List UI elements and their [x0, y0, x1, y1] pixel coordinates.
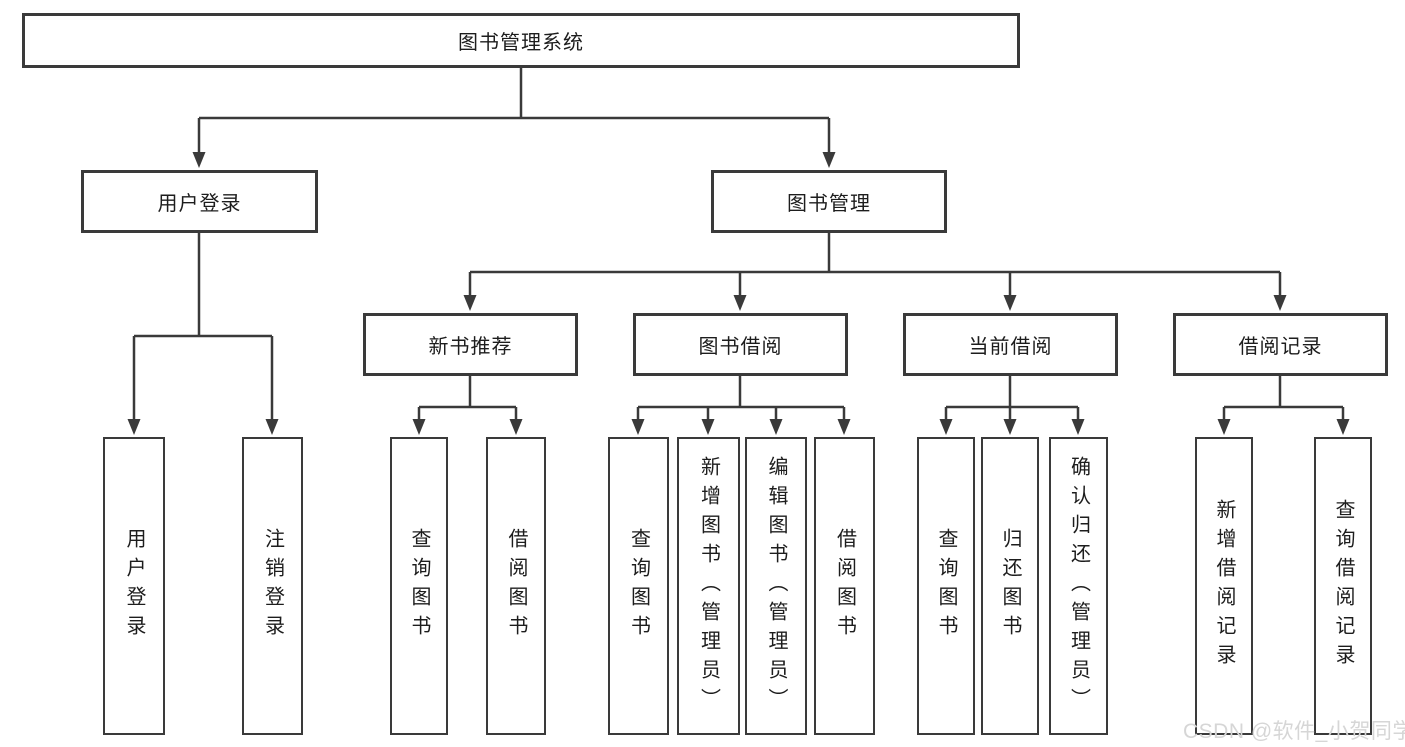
- leaf-label: 确认归还（管理员）: [1067, 455, 1090, 717]
- arrowhead-icon: [939, 419, 953, 435]
- arrowhead-icon: [1273, 295, 1287, 311]
- node-library-management-system: 图书管理系统: [22, 13, 1020, 68]
- arrowhead-icon: [837, 419, 851, 435]
- leaf-query-borrow-record: 查询借阅记录: [1314, 437, 1372, 735]
- leaf-add-books-admin: 新增图书（管理员）: [677, 437, 740, 735]
- node-label: 当前借阅: [968, 336, 1053, 358]
- node-book-borrowing: 图书借阅: [633, 313, 848, 376]
- node-current-borrowing: 当前借阅: [903, 313, 1118, 376]
- arrowhead-icon: [412, 419, 426, 435]
- arrowhead-icon: [733, 295, 747, 311]
- node-label: 用户登录: [157, 193, 242, 215]
- arrowhead-icon: [265, 419, 279, 435]
- csdn-watermark: CSDN @软件_小贺同学: [1183, 720, 1405, 743]
- node-label: 图书管理: [787, 193, 871, 215]
- leaf-label: 新增借阅记录: [1213, 499, 1235, 673]
- arrowhead-icon: [192, 152, 206, 168]
- leaf-borrow-books: 借阅图书: [814, 437, 875, 735]
- leaf-label: 注销登录: [261, 528, 284, 644]
- leaf-label: 用户登录: [123, 528, 145, 644]
- leaf-label: 归还图书: [999, 528, 1021, 644]
- leaf-label: 查询图书: [408, 528, 430, 644]
- arrowhead-icon: [769, 419, 783, 435]
- leaf-label: 新增图书（管理员）: [697, 455, 720, 717]
- arrowhead-icon: [701, 419, 715, 435]
- arrowhead-icon: [1003, 419, 1017, 435]
- leaf-label: 查询图书: [627, 528, 650, 644]
- arrowhead-icon: [1071, 419, 1085, 435]
- leaf-edit-books-admin: 编辑图书（管理员）: [745, 437, 807, 735]
- node-label: 借阅记录: [1238, 336, 1323, 358]
- arrowhead-icon: [463, 295, 477, 311]
- node-label: 新书推荐: [428, 336, 513, 358]
- leaf-label: 查询借阅记录: [1332, 499, 1354, 673]
- arrowhead-icon: [1217, 419, 1231, 435]
- node-user-login: 用户登录: [81, 170, 318, 233]
- node-label: 图书借阅: [698, 336, 783, 358]
- leaf-label: 借阅图书: [833, 528, 856, 644]
- node-book-management: 图书管理: [711, 170, 947, 233]
- leaf-label: 借阅图书: [505, 528, 527, 644]
- arrowhead-icon: [631, 419, 645, 435]
- node-label: 图书管理系统: [458, 32, 584, 54]
- leaf-query-books: 查询图书: [608, 437, 669, 735]
- arrowhead-icon: [1003, 295, 1017, 311]
- leaf-label: 查询图书: [935, 528, 957, 644]
- leaf-query-books: 查询图书: [390, 437, 448, 735]
- arrowhead-icon: [822, 152, 836, 168]
- arrowhead-icon: [509, 419, 523, 435]
- arrowhead-icon: [127, 419, 141, 435]
- leaf-query-books: 查询图书: [917, 437, 975, 735]
- leaf-borrow-books: 借阅图书: [486, 437, 546, 735]
- leaf-logout: 注销登录: [242, 437, 303, 735]
- node-borrowing-records: 借阅记录: [1173, 313, 1388, 376]
- leaf-label: 编辑图书（管理员）: [765, 455, 787, 717]
- leaf-add-borrow-record: 新增借阅记录: [1195, 437, 1253, 735]
- leaf-confirm-return-admin: 确认归还（管理员）: [1049, 437, 1108, 735]
- leaf-return-books: 归还图书: [981, 437, 1039, 735]
- arrowhead-icon: [1336, 419, 1350, 435]
- node-new-book-recommendation: 新书推荐: [363, 313, 578, 376]
- leaf-user-login: 用户登录: [103, 437, 165, 735]
